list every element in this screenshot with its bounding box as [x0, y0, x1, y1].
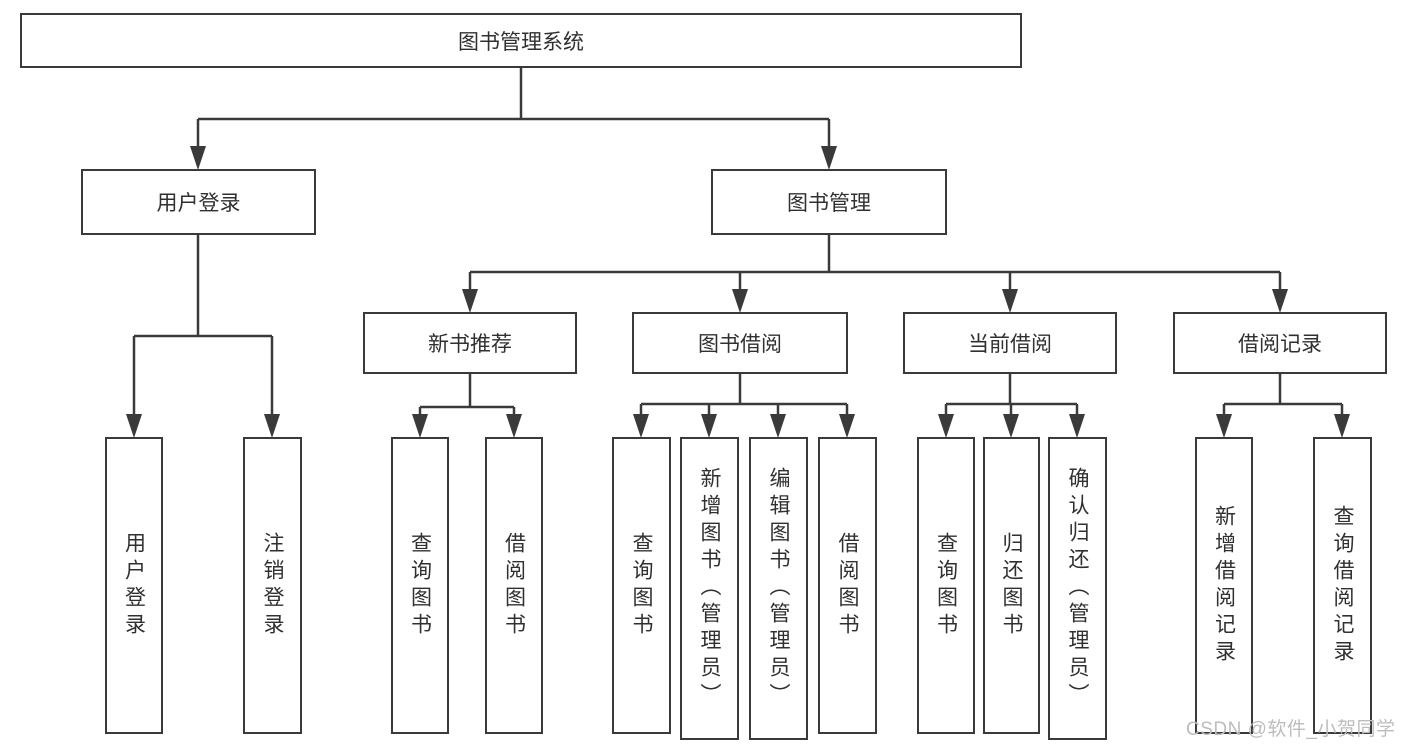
leaf-return-books: 归还图书: [983, 437, 1040, 734]
node-label: 新增借阅记录: [1212, 504, 1236, 667]
node-label: 查询图书: [630, 531, 653, 640]
node-library-management-system: 图书管理系统: [20, 13, 1022, 68]
node-book-management: 图书管理: [711, 169, 947, 235]
leaf-user-login: 用户登录: [105, 437, 163, 734]
csdn-watermark: CSDN @软件_小贺同学: [1186, 719, 1396, 740]
node-label: 借阅图书: [836, 531, 859, 640]
node-label: 确认归还（管理员）: [1066, 467, 1089, 710]
node-label: 用户登录: [156, 192, 241, 215]
node-label: 新增图书（管理员）: [698, 467, 721, 710]
leaf-edit-books-admin: 编辑图书（管理员）: [749, 437, 808, 740]
node-user-login: 用户登录: [81, 169, 316, 235]
leaf-add-borrow-record: 新增借阅记录: [1195, 437, 1253, 734]
node-label: 用户登录: [122, 531, 146, 640]
node-label: 当前借阅: [968, 333, 1052, 356]
node-borrowing-records: 借阅记录: [1173, 312, 1387, 374]
leaf-query-borrow-record: 查询借阅记录: [1313, 437, 1372, 734]
leaf-confirm-return-admin: 确认归还（管理员）: [1048, 437, 1107, 740]
node-label: 图书借阅: [698, 333, 782, 356]
leaf-query-books-recommendation: 查询图书: [391, 437, 449, 734]
leaf-query-books-current: 查询图书: [917, 437, 975, 734]
leaf-borrow-books: 借阅图书: [818, 437, 877, 734]
node-label: 注销登录: [261, 531, 284, 640]
node-current-borrowing: 当前借阅: [903, 312, 1117, 374]
node-book-borrowing: 图书借阅: [632, 312, 848, 374]
node-label: 归还图书: [1000, 531, 1023, 640]
leaf-borrow-books-recommendation: 借阅图书: [485, 437, 543, 734]
leaf-query-books-borrowing: 查询图书: [612, 437, 671, 734]
node-label: 借阅图书: [502, 531, 526, 640]
node-label: 编辑图书（管理员）: [767, 467, 790, 710]
node-new-book-recommendation: 新书推荐: [363, 312, 577, 374]
leaf-logout: 注销登录: [243, 437, 302, 734]
node-label: 借阅记录: [1238, 333, 1322, 356]
node-label: 查询借阅记录: [1331, 504, 1354, 667]
node-label: 新书推荐: [428, 333, 512, 356]
node-label: 查询图书: [934, 531, 958, 640]
leaf-add-books-admin: 新增图书（管理员）: [680, 437, 739, 740]
node-label: 图书管理系统: [458, 30, 584, 54]
node-label: 查询图书: [408, 531, 432, 640]
node-label: 图书管理: [787, 192, 871, 215]
